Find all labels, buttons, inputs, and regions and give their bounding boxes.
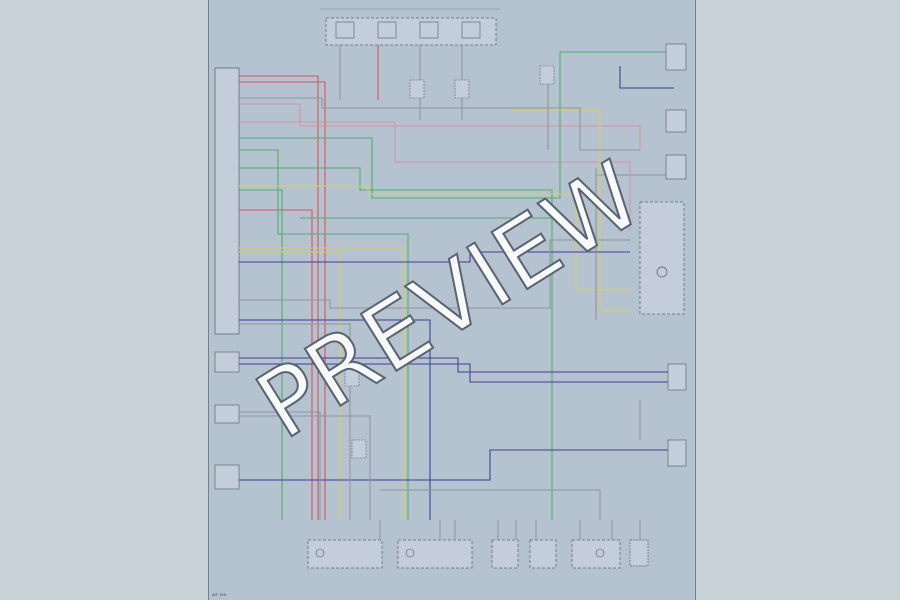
relay-group xyxy=(344,65,555,459)
bottom-wire-drops xyxy=(379,520,641,540)
ecu-connector-left xyxy=(214,67,240,335)
left-connector-group xyxy=(214,351,240,490)
fuse-block xyxy=(320,8,500,46)
footer-code: A/T 190 xyxy=(212,593,227,597)
right-components xyxy=(639,43,687,467)
bottom-components xyxy=(307,539,649,569)
wire-harness xyxy=(239,45,674,520)
